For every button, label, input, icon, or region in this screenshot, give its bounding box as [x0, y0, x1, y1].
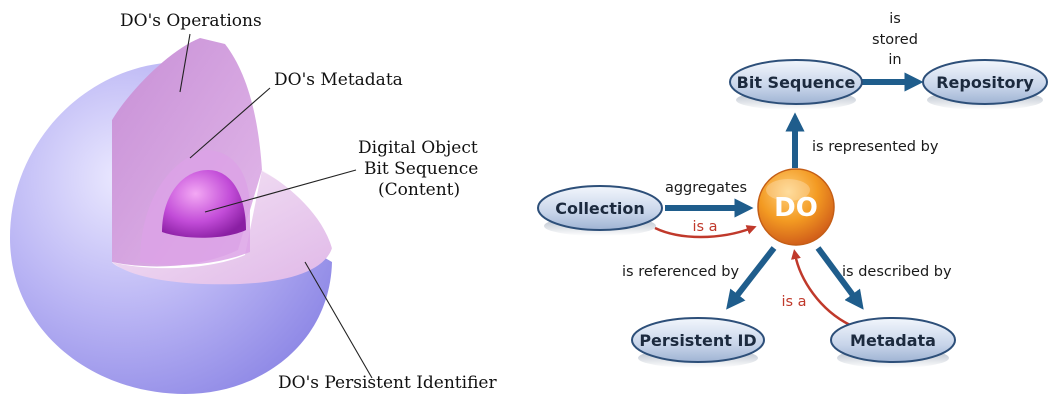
node-do: DO — [757, 168, 835, 246]
arrow-described-by — [815, 246, 864, 310]
arrow-metadata-is-a — [791, 249, 851, 327]
edge-label-referenced-by: is referenced by — [622, 264, 739, 280]
label-dos-operations: DO's Operations — [120, 11, 262, 31]
node-repository: Repository — [922, 59, 1048, 110]
node-repository-label: Repository — [936, 73, 1034, 92]
edge-label-is: is — [889, 11, 901, 27]
edge-label-represented-by: is represented by — [812, 139, 939, 155]
sphere-outer-shell — [10, 62, 332, 394]
do-relationship-graph: Bit Sequence Repository Collection Persi… — [537, 11, 1048, 368]
node-bit-sequence: Bit Sequence — [729, 59, 863, 110]
node-collection-label: Collection — [555, 199, 645, 218]
sphere-rim-highlight — [261, 169, 335, 256]
arrow-referenced-by — [726, 246, 777, 310]
node-metadata: Metadata — [830, 317, 956, 368]
node-do-label: DO — [774, 193, 818, 223]
leader-content — [204, 169, 357, 213]
label-dos-metadata: DO's Metadata — [274, 70, 403, 90]
label-bit-sequence: Bit Sequence — [364, 159, 478, 179]
sphere-horizontal-cut — [112, 170, 332, 285]
node-metadata-label: Metadata — [850, 331, 936, 350]
node-persistent-id-label: Persistent ID — [639, 331, 756, 350]
edge-label-in: in — [888, 52, 901, 68]
edge-label-metadata-is-a: is a — [781, 294, 806, 310]
edge-label-collection-is-a: is a — [692, 219, 717, 235]
label-persistent-identifier: DO's Persistent Identifier — [278, 373, 497, 393]
leader-operations — [179, 33, 191, 93]
label-digital-object: Digital Object — [358, 138, 478, 158]
node-persistent-id: Persistent ID — [631, 317, 765, 368]
leader-identifier — [304, 261, 373, 379]
node-bit-sequence-label: Bit Sequence — [737, 73, 856, 92]
arrow-collection-is-a — [654, 225, 757, 239]
node-collection: Collection — [537, 185, 663, 236]
edge-label-stored: stored — [872, 32, 918, 48]
label-content: (Content) — [378, 180, 460, 200]
sphere-core — [162, 170, 246, 238]
leader-metadata — [189, 87, 271, 159]
sphere-illustration: DO's Operations DO's Metadata Digital Ob… — [10, 11, 497, 394]
edge-label-aggregates: aggregates — [665, 180, 747, 196]
edge-label-described-by: is described by — [842, 264, 952, 280]
